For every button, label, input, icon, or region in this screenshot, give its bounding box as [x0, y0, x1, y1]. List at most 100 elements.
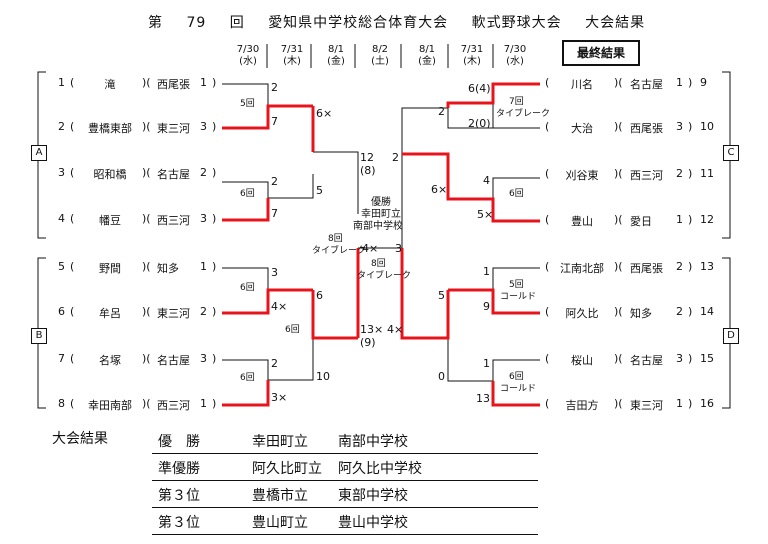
team-number: 7: [58, 352, 65, 365]
date-header: 8/2(土): [371, 44, 389, 67]
game-note: 6回: [240, 283, 255, 293]
result-row: [152, 427, 538, 454]
game-note: 6回: [509, 189, 524, 199]
team-region: 名古屋: [157, 168, 190, 181]
team-number: 16: [700, 397, 714, 410]
team-region: 東三河: [630, 399, 663, 412]
score: 10: [316, 370, 330, 383]
score: 7: [271, 207, 278, 220]
game-note: コールド: [500, 384, 537, 394]
score: 2: [438, 105, 445, 118]
team-region: 西三河: [157, 214, 190, 227]
team-number: 14: [700, 305, 714, 318]
team-number: 5: [58, 260, 65, 273]
team-name: 豊山: [571, 215, 593, 228]
paren: (: [545, 260, 550, 273]
team-name: 刈谷東: [565, 169, 599, 182]
result-place: 優 勝: [158, 434, 200, 450]
date-header: 7/31(木): [280, 44, 304, 67]
team-number: 11: [700, 167, 714, 180]
paren: )(: [614, 352, 623, 365]
game-note: 7回: [509, 97, 524, 107]
game-note: 6回: [240, 189, 255, 199]
team-region: 名古屋: [157, 354, 190, 367]
final-note: 8回: [371, 259, 386, 269]
team-number: 10: [700, 120, 714, 133]
paren: (: [70, 166, 75, 179]
paren: (: [70, 397, 75, 410]
result-place: 第３位: [158, 488, 200, 504]
results-heading: 大会結果: [52, 431, 108, 447]
block-label-c: C: [723, 145, 739, 161]
paren: )(: [142, 76, 151, 89]
result-town: 豊橋市立: [252, 488, 308, 504]
block-label-b: B: [31, 328, 47, 344]
team-region: 西三河: [630, 169, 663, 182]
team-name: 吉田方: [565, 399, 599, 412]
game-note: 5回: [509, 280, 524, 290]
score: 6: [316, 289, 323, 302]
final-note: タイブレーク: [357, 271, 412, 281]
score: 13: [476, 392, 490, 405]
score: 1: [483, 357, 490, 370]
score: 3×: [271, 391, 288, 404]
paren: )(: [142, 352, 151, 365]
paren: ): [212, 76, 217, 89]
team-number: 2: [58, 120, 65, 133]
title-result: 大会結果: [585, 15, 646, 31]
paren: ): [688, 213, 693, 226]
score: 2: [271, 81, 278, 94]
date-header: 7/30(水): [236, 44, 260, 67]
team-rank: 1: [200, 260, 207, 273]
team-region: 東三河: [157, 307, 190, 320]
score: 4×: [271, 300, 288, 313]
team-region: 東三河: [157, 122, 190, 135]
paren: )(: [614, 213, 623, 226]
team-number: 1: [58, 76, 65, 89]
team-name: 昭和橋: [93, 168, 127, 181]
block-label-d: D: [723, 328, 739, 344]
paren: ): [212, 260, 217, 273]
team-rank: 1: [676, 213, 683, 226]
paren: )(: [142, 260, 151, 273]
paren: ): [212, 397, 217, 410]
paren: )(: [142, 305, 151, 318]
score: (9): [360, 336, 376, 349]
team-name: 桜山: [571, 354, 593, 367]
score: 2: [392, 151, 399, 164]
team-number: 6: [58, 305, 65, 318]
score: 2: [271, 357, 278, 370]
date-header: 7/30(水): [503, 44, 527, 67]
result-town: 阿久比町立: [252, 461, 322, 477]
paren: )(: [614, 76, 623, 89]
paren: )(: [142, 166, 151, 179]
team-region: 西尾張: [630, 122, 663, 135]
paren: (: [70, 212, 75, 225]
paren: ): [688, 260, 693, 273]
score: 6×: [431, 183, 448, 196]
score: 5×: [477, 208, 494, 221]
date-header: 7/31(木): [460, 44, 484, 67]
team-name: 阿久比: [565, 307, 599, 320]
team-number: 12: [700, 213, 714, 226]
result-row: [152, 481, 538, 508]
team-region: 名古屋: [630, 354, 663, 367]
paren: )(: [142, 212, 151, 225]
team-name: 野間: [99, 262, 121, 275]
score: 2: [271, 175, 278, 188]
final-score-right: 3: [395, 242, 402, 255]
paren: ): [688, 352, 693, 365]
paren: ): [688, 167, 693, 180]
block-label-a: A: [31, 145, 47, 161]
title-sport: 軟式野球大会: [471, 15, 562, 31]
paren: ): [688, 76, 693, 89]
team-name: 名塚: [99, 354, 121, 367]
score: (8): [360, 164, 376, 177]
team-rank: 2: [200, 166, 207, 179]
paren: (: [545, 305, 550, 318]
team-region: 西尾張: [157, 78, 190, 91]
team-region: 知多: [157, 262, 179, 275]
score: 4: [483, 174, 490, 187]
score: 12: [360, 151, 374, 164]
paren: (: [545, 120, 550, 133]
